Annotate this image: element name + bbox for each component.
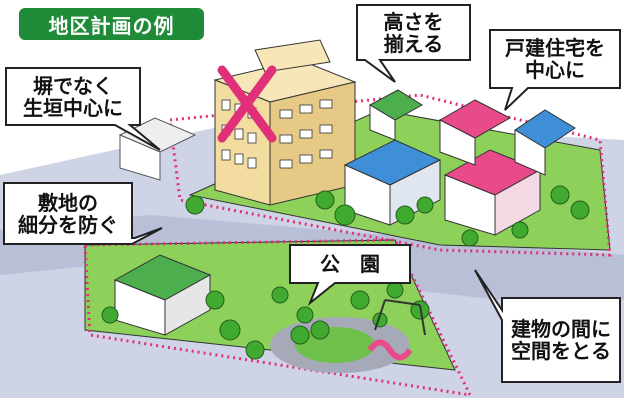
- callout-park: 公 園: [290, 245, 410, 283]
- house-left-outline: [118, 117, 197, 181]
- house-blue-back: [514, 109, 576, 176]
- callout-subdivide-bubble: [3, 182, 163, 245]
- district-boundary: [168, 93, 612, 257]
- house-green-park: [113, 254, 212, 336]
- callout-detached-bubble: [489, 29, 621, 111]
- callout-subdivide-text: 敷地の 細分を防ぐ: [18, 190, 118, 237]
- callout-subdivide: 敷地の 細分を防ぐ: [4, 183, 132, 244]
- callout-hedge-text: 塀でなく 生垣中心に: [23, 73, 123, 120]
- callout-spacing: 建物の間に 空間をとる: [502, 298, 620, 382]
- cross-mark-icon: [217, 65, 277, 143]
- callout-park-bubble: [289, 244, 411, 307]
- callout-height: 高さを 揃える: [357, 5, 470, 60]
- callout-detached-text: 戸建住宅を 中心に: [505, 36, 605, 82]
- callout-spacing-bubble: [474, 269, 621, 383]
- title-badge: 地区計画の例: [19, 8, 204, 40]
- callout-detached: 戸建住宅を 中心に: [490, 30, 620, 88]
- house-pink-back: [438, 99, 512, 166]
- callout-park-text: 公 園: [320, 252, 380, 276]
- callout-hedge: 塀でなく 生垣中心に: [6, 68, 140, 125]
- callout-height-bubble: [356, 4, 471, 83]
- swing: [374, 299, 426, 336]
- pond: [367, 339, 413, 361]
- callout-spacing-text: 建物の間に 空間をとる: [511, 317, 611, 363]
- tree-group: [101, 185, 590, 360]
- callout-hedge-bubble: [5, 67, 161, 151]
- callout-height-text: 高さを 揃える: [383, 9, 444, 56]
- house-green-back: [368, 89, 423, 141]
